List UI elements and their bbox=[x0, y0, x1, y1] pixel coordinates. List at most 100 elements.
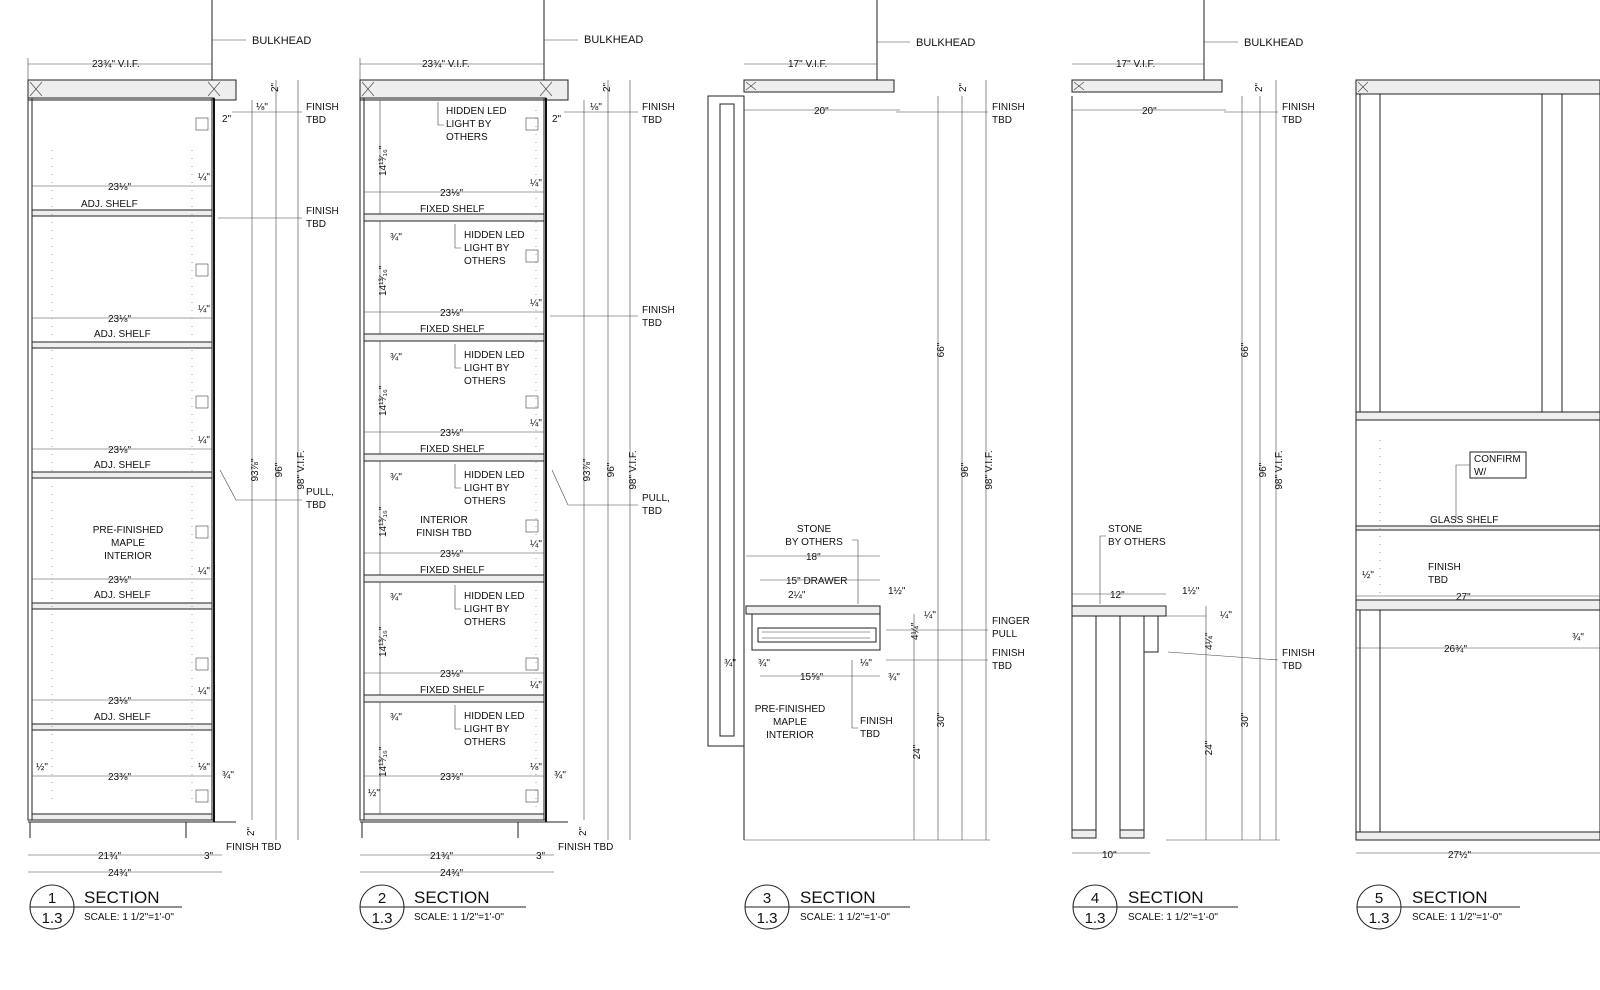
section-1-title: 1 1.3 SECTION SCALE: 1 1/2"=1'-0" bbox=[29, 884, 182, 930]
dim-fraction: ¾" bbox=[888, 672, 900, 683]
section-2-title: 2 1.3 SECTION SCALE: 1 1/2"=1'-0" bbox=[359, 884, 526, 930]
section-5-title: 5 1.3 SECTION SCALE: 1 1/2"=1'-0" bbox=[1356, 884, 1520, 930]
dim-fraction: ¾" bbox=[390, 472, 402, 483]
section-3-drawing: BULKHEAD 17" V.I.F. 20" 18" 15" DRAWER 2… bbox=[707, 0, 1030, 841]
dim-fraction: ¾" bbox=[390, 352, 402, 363]
sheet-number: 1.3 bbox=[1085, 910, 1106, 927]
dim-fraction: ⅛" bbox=[860, 658, 872, 669]
section-1-drawing: BULKHEAD 23¾" V.I.F. 23⅛" 23⅛" 23⅛" 23⅛"… bbox=[27, 0, 339, 879]
dim-2in: 2" bbox=[602, 82, 613, 92]
bulkhead-label: BULKHEAD bbox=[1244, 37, 1303, 49]
dim-1558: 15⅝" bbox=[800, 672, 823, 683]
dim-fraction: 2" bbox=[552, 114, 562, 125]
dim-fraction: ⅛" bbox=[530, 762, 542, 773]
dim-height-96: 96" bbox=[606, 462, 617, 477]
dim-width-vif: 17" V.I.F. bbox=[1116, 59, 1155, 70]
sheet-number: 1.3 bbox=[757, 910, 778, 927]
dim-fraction: ¼" bbox=[530, 679, 542, 691]
dim-27: 27" bbox=[1456, 592, 1471, 603]
section-number: 1 bbox=[48, 890, 56, 907]
dim-1-12: 1½" bbox=[1182, 586, 1200, 597]
fixed-shelf-label: FIXED SHELF bbox=[420, 685, 484, 696]
section-title: SECTION bbox=[1128, 888, 1204, 907]
dim-fraction: ¾" bbox=[222, 770, 234, 781]
dim-fraction: ¼" bbox=[1220, 609, 1232, 621]
dim-height-98-vif: 98" V.I.F. bbox=[628, 450, 639, 489]
dim-18: 18" bbox=[806, 552, 821, 563]
dim-3in: 3" bbox=[536, 851, 546, 862]
adj-shelf-label: ADJ. SHELF bbox=[81, 199, 138, 210]
dim-shelf-width: 23⅛" bbox=[108, 182, 131, 193]
finish-tbd-inline: FINISH TBD bbox=[558, 842, 613, 853]
section-title: SECTION bbox=[800, 888, 876, 907]
dim-fraction: ¾" bbox=[554, 770, 566, 781]
dim-2434: 24¾" bbox=[108, 868, 131, 879]
dim-2in: 2" bbox=[578, 826, 589, 836]
dim-12: 12" bbox=[1110, 590, 1125, 601]
section-number: 3 bbox=[763, 890, 771, 907]
dim-24: 24" bbox=[912, 744, 923, 759]
dim-2-14: 2¼" bbox=[788, 589, 806, 601]
dim-height-96: 96" bbox=[274, 462, 285, 477]
section-scale: SCALE: 1 1/2"=1'-0" bbox=[414, 912, 504, 923]
dim-fraction: ¼" bbox=[530, 538, 542, 550]
dim-fraction: ½" bbox=[368, 788, 380, 799]
dim-2in: 2" bbox=[1254, 82, 1265, 92]
dim-bottom-width: 23⅜" bbox=[108, 772, 131, 783]
dim-fraction: ¾" bbox=[390, 592, 402, 603]
dim-fraction: ⅛" bbox=[256, 102, 268, 113]
dim-spacing: 14¹³⁄₁₆" bbox=[378, 506, 389, 537]
dim-24: 24" bbox=[1204, 740, 1215, 755]
section-title: SECTION bbox=[414, 888, 490, 907]
section-title: SECTION bbox=[1412, 888, 1488, 907]
dim-fraction: ¼" bbox=[198, 434, 210, 446]
dim-width-vif: 17" V.I.F. bbox=[788, 59, 827, 70]
dim-3in: 3" bbox=[204, 851, 214, 862]
dim-spacing: 14¹³⁄₁₆" bbox=[378, 746, 389, 777]
section-scale: SCALE: 1 1/2"=1'-0" bbox=[800, 912, 890, 923]
dim-66: 66" bbox=[1240, 342, 1251, 357]
dim-height-96: 96" bbox=[1258, 462, 1269, 477]
dim-2434: 24¾" bbox=[440, 868, 463, 879]
dim-66: 66" bbox=[936, 342, 947, 357]
dim-fraction: ⅛" bbox=[198, 762, 210, 773]
fixed-shelf-label: FIXED SHELF bbox=[420, 444, 484, 455]
glass-shelf-label: GLASS SHELF bbox=[1430, 515, 1498, 526]
dim-spacing: 14¹³⁄₁₆" bbox=[378, 385, 389, 416]
bulkhead-label: BULKHEAD bbox=[916, 37, 975, 49]
adj-shelf-label: ADJ. SHELF bbox=[94, 590, 151, 601]
section-scale: SCALE: 1 1/2"=1'-0" bbox=[1128, 912, 1218, 923]
dim-20: 20" bbox=[814, 106, 829, 117]
dim-spacing: 14¹³⁄₁₆" bbox=[378, 145, 389, 176]
dim-fraction: ¼" bbox=[198, 303, 210, 315]
dim-height-98-vif: 98" V.I.F. bbox=[296, 450, 307, 489]
dim-shelf-width: 23⅛" bbox=[108, 445, 131, 456]
dim-height-96: 96" bbox=[960, 462, 971, 477]
bulkhead-label: BULKHEAD bbox=[252, 35, 311, 47]
dim-height-98-vif: 98" V.I.F. bbox=[1274, 450, 1285, 489]
drawer-label: 15" DRAWER bbox=[786, 576, 848, 587]
dim-width-vif: 23¾" V.I.F. bbox=[92, 59, 140, 70]
dim-height-9378: 93⅞" bbox=[250, 458, 261, 481]
dim-spacing: 14¹³⁄₁₆" bbox=[378, 626, 389, 657]
dim-10: 10" bbox=[1102, 850, 1117, 861]
